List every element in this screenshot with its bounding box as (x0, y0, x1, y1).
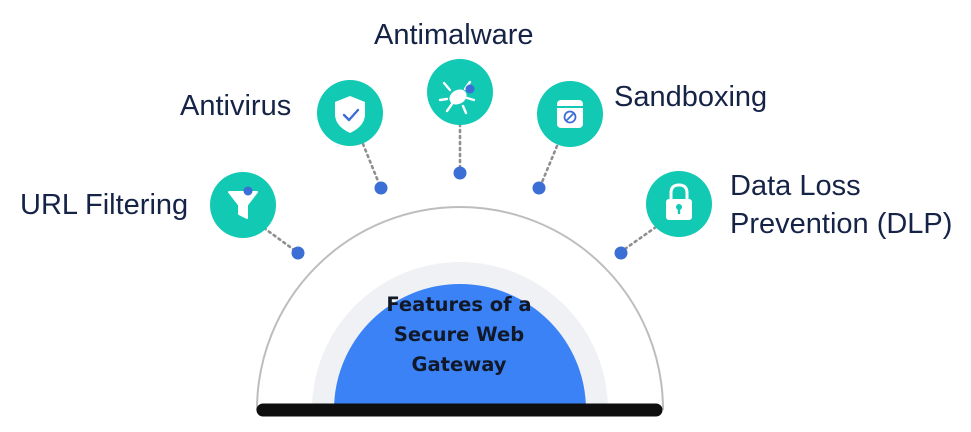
feature-label-text: Data Loss (730, 170, 861, 202)
center-title-line: Secure Web (393, 323, 525, 346)
filter-icon (210, 172, 276, 238)
feature-label-text: Antimalware (374, 19, 534, 51)
connector-antivirus (361, 142, 382, 188)
center-title-line: Features of a (386, 293, 532, 316)
feature-label-text: Sandboxing (614, 81, 768, 113)
arc-node-antivirus (374, 181, 388, 195)
outer-arc (256, 206, 664, 411)
feature-label-text: Antivirus (180, 90, 292, 122)
center-core (334, 284, 586, 410)
connector-url-filtering (262, 226, 299, 254)
feature-label-sandboxing: Sandboxing (614, 78, 767, 116)
arc-node-url-filtering (291, 246, 305, 260)
center-title-line: Gateway (411, 353, 507, 376)
connector-dlp (620, 225, 658, 253)
feature-label-text: Prevention (DLP) (730, 208, 953, 240)
shield-check-icon (317, 80, 383, 146)
feature-label-antimalware: Antimalware (374, 16, 534, 54)
center-title: Features of a Secure Web Gateway (332, 290, 586, 380)
arc-node-antimalware (453, 166, 467, 180)
feature-label-dlp: Data Loss Prevention (DLP) (730, 167, 952, 243)
arc-node-sandboxing (532, 181, 546, 195)
lock-icon (646, 171, 712, 237)
feature-label-text: URL Filtering (20, 189, 189, 221)
sandbox-window-icon (537, 81, 603, 147)
connector-sandboxing (538, 144, 559, 189)
feature-label-antivirus: Antivirus (180, 87, 291, 125)
feature-label-url-filtering: URL Filtering (20, 186, 188, 224)
arc-node-dlp (614, 246, 628, 260)
bug-icon (427, 59, 493, 125)
